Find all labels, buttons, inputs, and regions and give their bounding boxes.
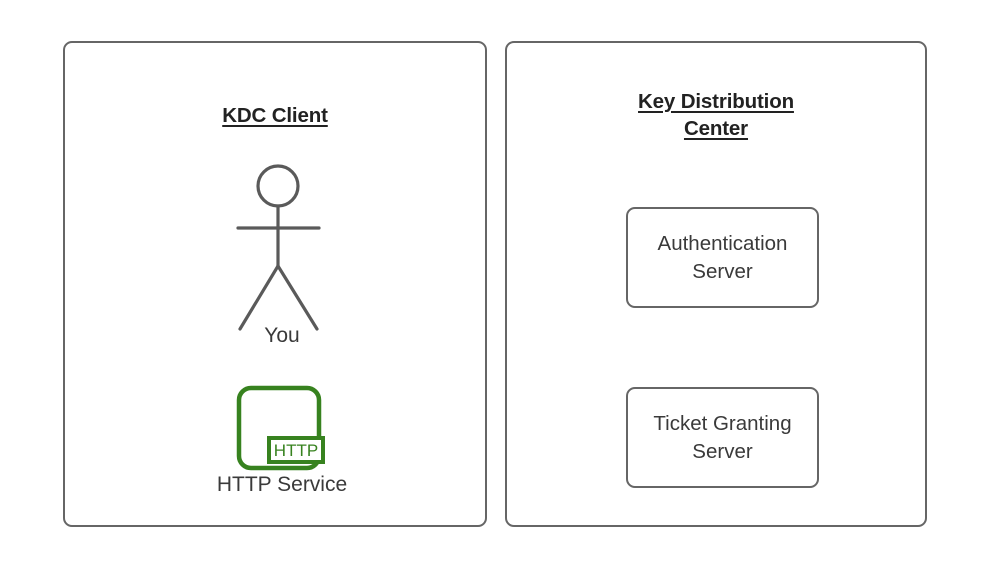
panel-key-distribution-center: Key Distribution Center Authentication S…	[505, 41, 927, 527]
server-box-ticket-granting-server[interactable]: Ticket Granting Server	[626, 387, 819, 488]
server-box-label-line: Authentication	[657, 231, 788, 255]
server-box-label-line: Ticket Granting	[653, 411, 792, 435]
stick-figure-actor-icon	[232, 161, 332, 336]
server-box-label-line: Server	[692, 439, 753, 463]
panel-title-line: KDC Client	[222, 104, 328, 127]
panel-title-line: Center	[683, 117, 749, 140]
panel-kdc-client: KDC Client You	[63, 41, 487, 527]
panel-title-kdc-client: KDC Client	[65, 102, 485, 129]
actor-label-you: You	[264, 324, 300, 347]
panel-title-key-distribution-center: Key Distribution Center	[507, 88, 925, 142]
server-box-label: Authentication Server	[648, 230, 798, 286]
http-service-icon: HTTP	[235, 384, 325, 474]
server-box-label-line: Server	[692, 259, 753, 283]
server-box-label: Ticket Granting Server	[643, 410, 801, 466]
server-box-authentication-server[interactable]: Authentication Server	[626, 207, 819, 308]
http-badge-text: HTTP	[274, 441, 318, 460]
panel-title-line: Key Distribution	[638, 90, 794, 113]
http-service-label: HTTP Service	[216, 473, 348, 496]
